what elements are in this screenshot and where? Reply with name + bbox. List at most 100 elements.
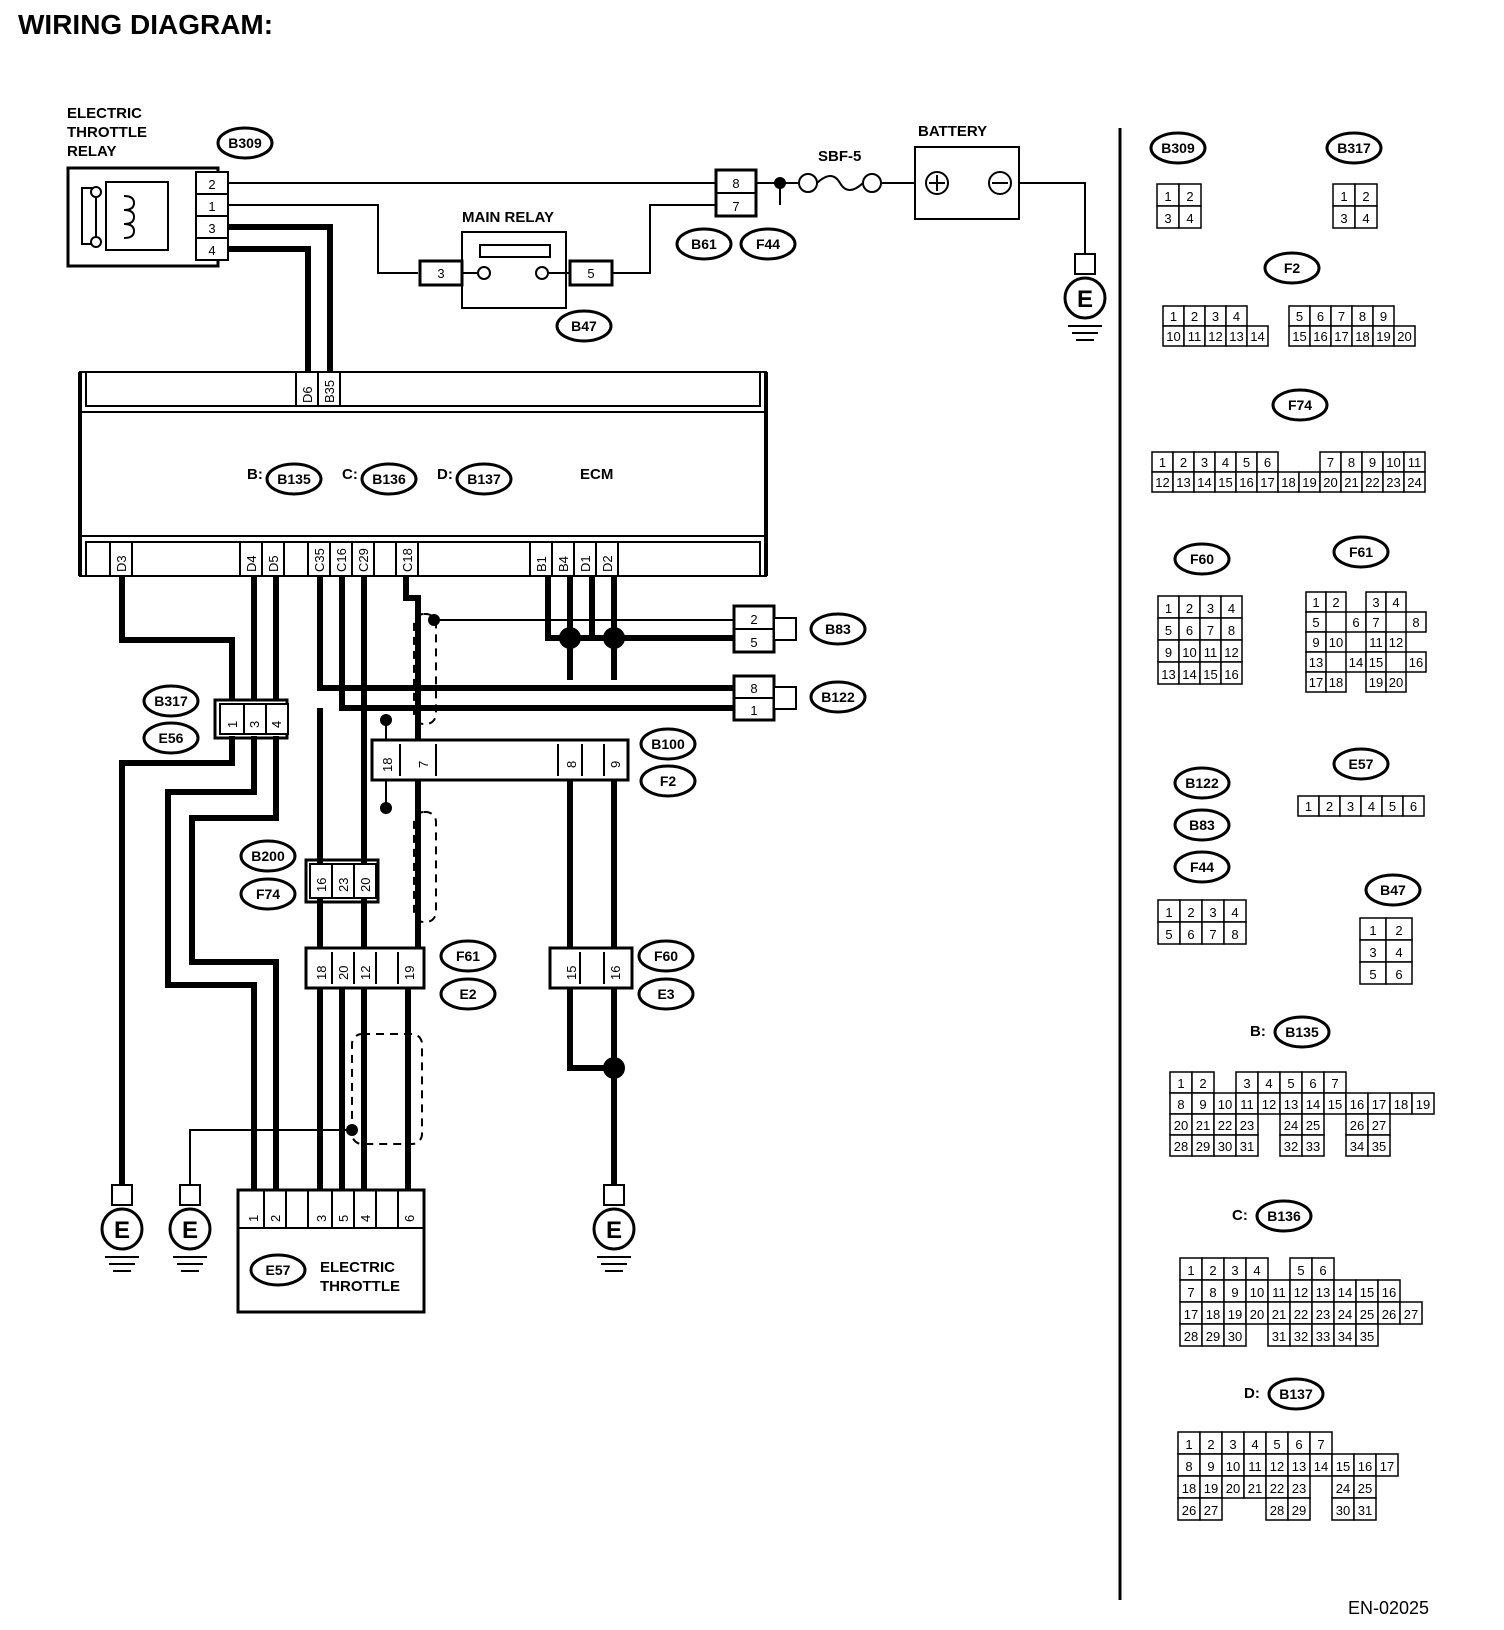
svg-text:26: 26 xyxy=(1382,1307,1396,1322)
connector-code-f74: F74 xyxy=(239,877,297,911)
ecm-pin: C18 xyxy=(400,548,415,572)
svg-text:15: 15 xyxy=(564,966,579,980)
relay-label-line3: RELAY xyxy=(67,143,116,160)
ecm-pin: C35 xyxy=(312,548,327,572)
ecm-pin: D4 xyxy=(244,555,259,572)
svg-text:24: 24 xyxy=(1407,475,1421,490)
svg-text:9: 9 xyxy=(1231,1285,1238,1300)
svg-text:29: 29 xyxy=(1196,1139,1210,1154)
svg-text:E: E xyxy=(1077,286,1093,313)
svg-text:30: 30 xyxy=(1228,1329,1242,1344)
svg-text:17: 17 xyxy=(1184,1307,1198,1322)
svg-text:E56: E56 xyxy=(159,730,184,746)
svg-text:5: 5 xyxy=(1165,623,1172,638)
svg-text:F44: F44 xyxy=(1190,859,1214,875)
svg-text:16: 16 xyxy=(1358,1459,1372,1474)
svg-text:MAIN RELAY: MAIN RELAY xyxy=(462,209,554,226)
svg-text:F60: F60 xyxy=(1190,551,1214,567)
svg-text:7: 7 xyxy=(1207,623,1214,638)
svg-text:33: 33 xyxy=(1316,1329,1330,1344)
svg-text:4: 4 xyxy=(1395,945,1402,960)
svg-text:9: 9 xyxy=(1207,1459,1214,1474)
svg-text:8: 8 xyxy=(1348,455,1355,470)
pinout-code-b137: B137 xyxy=(1267,1377,1325,1411)
svg-text:5: 5 xyxy=(1369,967,1376,982)
svg-text:8: 8 xyxy=(1228,623,1235,638)
main-relay: MAIN RELAY 3 5 xyxy=(418,209,614,309)
svg-text:7: 7 xyxy=(416,761,431,768)
svg-text:14: 14 xyxy=(1197,475,1211,490)
pinout-code-b136: B136 xyxy=(1255,1199,1313,1233)
shield-dashes xyxy=(351,613,437,1145)
svg-text:17: 17 xyxy=(1309,675,1323,690)
b83-connector: 2 5 xyxy=(732,604,797,654)
svg-text:35: 35 xyxy=(1372,1139,1386,1154)
svg-text:4: 4 xyxy=(1228,601,1235,616)
svg-text:3: 3 xyxy=(1347,799,1354,814)
svg-text:9: 9 xyxy=(608,761,623,768)
svg-text:23: 23 xyxy=(1240,1118,1254,1133)
svg-text:6: 6 xyxy=(1187,927,1194,942)
relay-pin: 2 xyxy=(208,177,215,192)
svg-text:13: 13 xyxy=(1229,329,1243,344)
svg-text:5: 5 xyxy=(336,1215,351,1222)
svg-text:3: 3 xyxy=(314,1215,329,1222)
svg-text:3: 3 xyxy=(1164,211,1171,226)
svg-text:10: 10 xyxy=(1226,1459,1240,1474)
svg-text:5: 5 xyxy=(1389,799,1396,814)
lower-wires xyxy=(119,576,734,1190)
svg-text:8: 8 xyxy=(1209,1285,1216,1300)
pinout-code-f74: F74 xyxy=(1271,388,1329,422)
svg-text:13: 13 xyxy=(1316,1285,1330,1300)
b100-connector: 18 7 8 9 xyxy=(370,738,630,782)
svg-text:B47: B47 xyxy=(1380,882,1406,898)
svg-text:5: 5 xyxy=(587,266,594,281)
svg-text:14: 14 xyxy=(1306,1097,1320,1112)
svg-text:B61: B61 xyxy=(691,236,717,252)
svg-text:31: 31 xyxy=(1240,1139,1254,1154)
svg-text:9: 9 xyxy=(1380,309,1387,324)
ecm-pin: D1 xyxy=(578,555,593,572)
svg-text:10: 10 xyxy=(1218,1097,1232,1112)
svg-text:11: 11 xyxy=(1248,1459,1262,1474)
connector-code-b200: B200 xyxy=(239,839,297,873)
svg-text:6: 6 xyxy=(1264,455,1271,470)
svg-text:18: 18 xyxy=(1182,1481,1196,1496)
svg-text:7: 7 xyxy=(1317,1437,1324,1452)
footer-code: EN-02025 xyxy=(1348,1598,1429,1618)
svg-text:C:: C: xyxy=(1232,1207,1248,1224)
svg-text:13: 13 xyxy=(1161,667,1175,682)
svg-text:23: 23 xyxy=(336,878,351,892)
svg-text:B122: B122 xyxy=(1185,775,1219,791)
svg-text:8: 8 xyxy=(1359,309,1366,324)
svg-text:12: 12 xyxy=(1389,635,1403,650)
b200-connector: 16 23 20 xyxy=(304,858,380,904)
svg-text:21: 21 xyxy=(1272,1307,1286,1322)
ecm-block: ECM B: C: D: xyxy=(78,371,768,577)
svg-text:20: 20 xyxy=(1397,329,1411,344)
svg-text:5: 5 xyxy=(1243,455,1250,470)
svg-text:18: 18 xyxy=(1355,329,1369,344)
svg-text:F2: F2 xyxy=(660,773,677,789)
svg-text:B47: B47 xyxy=(571,318,597,334)
svg-text:34: 34 xyxy=(1350,1139,1364,1154)
ground-symbol: E xyxy=(100,1184,144,1272)
b317-connector: 1 3 4 xyxy=(213,698,289,740)
svg-text:19: 19 xyxy=(402,966,417,980)
svg-text:19: 19 xyxy=(1228,1307,1242,1322)
ecm-pin: C16 xyxy=(334,548,349,572)
svg-text:8: 8 xyxy=(1231,927,1238,942)
svg-text:11: 11 xyxy=(1188,329,1202,344)
connector-code-b61: B61 xyxy=(675,227,733,261)
svg-text:24: 24 xyxy=(1336,1481,1350,1496)
ecm-pin: B4 xyxy=(556,556,571,572)
svg-text:D6: D6 xyxy=(300,386,315,403)
svg-text:35: 35 xyxy=(1360,1329,1374,1344)
svg-text:E: E xyxy=(182,1217,198,1244)
svg-text:B:: B: xyxy=(247,466,263,483)
svg-text:5: 5 xyxy=(1312,615,1319,630)
svg-text:8: 8 xyxy=(1185,1459,1192,1474)
relay-label-line1: ELECTRIC xyxy=(67,105,142,122)
